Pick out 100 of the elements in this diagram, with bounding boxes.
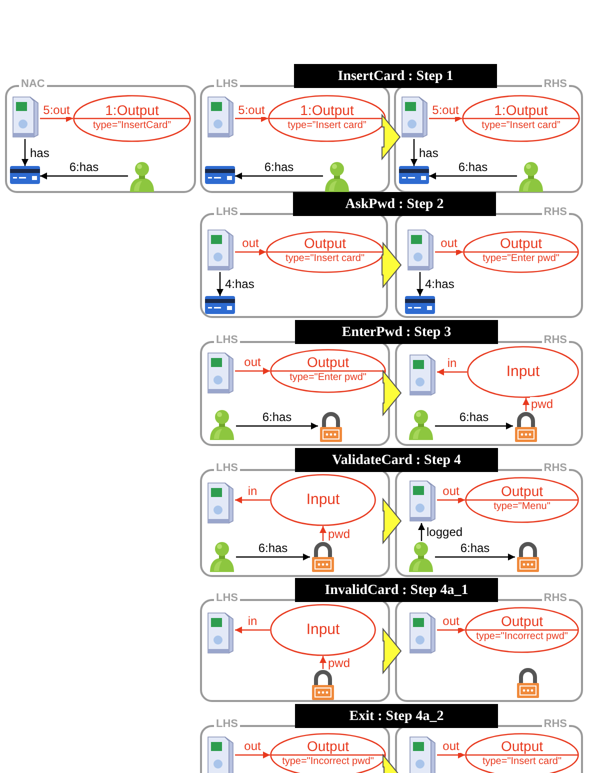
step-title-bar: InvalidCard : Step 4a_1 — [295, 578, 498, 602]
edge-label: 5:out — [237, 102, 266, 116]
atm-icon — [205, 611, 235, 655]
edge-label: pwd — [327, 526, 352, 540]
credit-card-icon — [205, 296, 235, 314]
arrow — [22, 139, 28, 166]
class-ellipse — [266, 231, 384, 273]
person-icon — [323, 161, 351, 193]
atm-icon — [399, 95, 429, 139]
edge-label: out — [243, 739, 262, 753]
class-name: Input — [306, 620, 340, 640]
class-ellipse — [467, 346, 579, 398]
person-icon — [517, 161, 545, 193]
class-name: Output — [304, 235, 346, 252]
arrow — [522, 398, 530, 411]
atm-icon — [407, 353, 437, 397]
arrow — [216, 272, 224, 296]
person-icon — [128, 161, 156, 193]
credit-card-icon — [205, 166, 235, 184]
atm-icon — [407, 735, 437, 773]
atm-icon — [205, 228, 235, 272]
panel-label: NAC — [19, 79, 47, 90]
arrow — [235, 172, 323, 180]
arrow — [418, 523, 425, 541]
step-title-bar: ValidateCard : Step 4 — [295, 448, 498, 472]
class-ellipse — [463, 231, 579, 273]
edge-label: out — [243, 355, 262, 369]
atm-icon — [407, 479, 437, 523]
step-title-bar: Exit : Step 4a_2 — [295, 704, 498, 728]
padlock-icon — [513, 411, 539, 443]
atm-icon — [405, 228, 435, 272]
edge-label: in — [246, 484, 258, 498]
attribute-text: type="Enter pwd" — [482, 252, 560, 265]
edge-label: out — [442, 484, 460, 498]
edge-label: 6:has — [458, 410, 490, 424]
arrow — [40, 115, 73, 122]
arrow — [416, 272, 424, 296]
edge-label: in — [446, 356, 458, 370]
arrow — [437, 496, 465, 504]
edge-label: 4:has — [224, 277, 256, 291]
arrow — [235, 496, 270, 504]
class-name: Output — [500, 483, 544, 500]
class-name: Output — [500, 235, 542, 252]
panel-label: LHS — [214, 463, 240, 474]
edge-label: 6:has — [459, 541, 491, 555]
person-icon — [208, 541, 236, 573]
class-name: Output — [306, 738, 350, 755]
atm-icon — [205, 735, 235, 773]
arrow — [437, 368, 467, 376]
arrow — [410, 139, 418, 166]
transition-arrow — [382, 114, 401, 160]
attribute-text: type="Incorrect pwd" — [476, 630, 568, 643]
panel-label: RHS — [542, 79, 569, 90]
edge-label: 4:has — [424, 277, 456, 291]
transition-arrow — [382, 628, 402, 674]
edge-label: 6:has — [257, 541, 289, 555]
class-name: Input — [506, 362, 540, 382]
attribute-text: type="Incorrect pwd" — [282, 755, 374, 768]
arrow — [40, 172, 128, 180]
padlock-icon — [310, 669, 336, 701]
edge-label: 6:has — [68, 160, 100, 174]
arrow — [435, 422, 513, 430]
edge-label: out — [442, 614, 460, 628]
class-name: Output — [500, 613, 544, 630]
edge-label: pwd — [530, 397, 554, 412]
panel-label: LHS — [214, 79, 240, 90]
panel-label: RHS — [542, 335, 569, 346]
class-name: Output — [306, 354, 350, 371]
class-name: Output — [500, 738, 544, 755]
padlock-icon — [515, 541, 541, 573]
arrow — [435, 554, 515, 560]
arrow — [437, 752, 465, 758]
credit-card-icon — [399, 166, 429, 184]
arrow — [429, 115, 462, 122]
edge-label: logged — [426, 525, 464, 539]
attribute-text: type=”InsertCard” — [92, 118, 172, 132]
class-ellipse — [268, 95, 386, 142]
credit-card-icon — [10, 166, 40, 184]
panel-label: LHS — [214, 335, 240, 346]
edge-label: 6:has — [457, 160, 489, 174]
person-icon — [407, 541, 435, 573]
atm-icon — [10, 95, 40, 139]
panel-label: LHS — [214, 207, 240, 218]
panel-label: LHS — [214, 719, 240, 730]
edge-label: has — [29, 146, 50, 160]
edge-label: 6:has — [261, 410, 293, 424]
person-icon — [407, 409, 435, 441]
edge-label: in — [246, 614, 258, 628]
edge-label: out — [440, 236, 458, 250]
step-title-bar: EnterPwd : Step 3 — [295, 320, 498, 344]
atm-icon — [205, 481, 235, 525]
attribute-text: type="Menu" — [494, 500, 550, 513]
edge-label: 6:has — [263, 160, 295, 174]
arrow — [235, 115, 268, 122]
class-ellipse — [462, 95, 580, 142]
attribute-text: type=”Insert card” — [482, 118, 560, 132]
class-ellipse — [465, 607, 579, 653]
class-name: Input — [306, 490, 340, 510]
person-icon — [208, 409, 236, 441]
class-ellipse — [465, 477, 579, 523]
